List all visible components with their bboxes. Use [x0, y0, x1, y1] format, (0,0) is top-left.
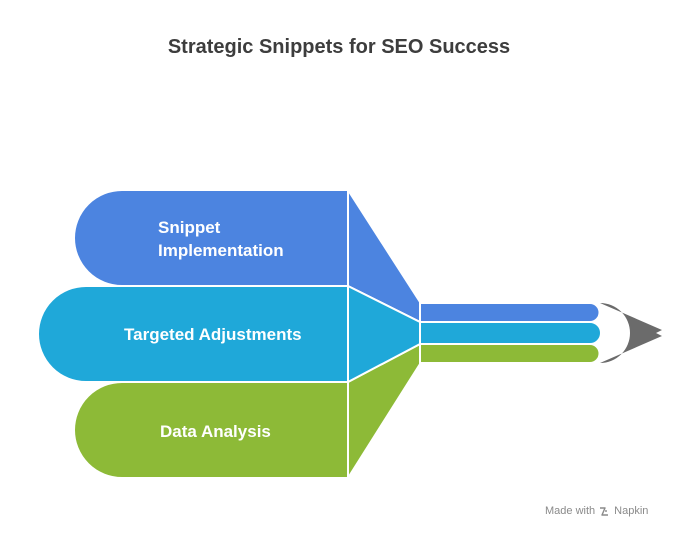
lobe-1-shape: [73, 189, 349, 287]
napkin-logo-icon: [599, 506, 610, 517]
lobe-2-shape: [37, 285, 349, 383]
credit-brand: Napkin: [614, 505, 649, 517]
credit-prefix: Made with: [545, 505, 596, 517]
diagram-title: Strategic Snippets for SEO Success: [167, 36, 511, 58]
shaft-strip-green: [419, 343, 601, 364]
lobe-data-analysis: Data Analysis: [73, 342, 421, 482]
arrow-shaft: [419, 302, 602, 364]
lobe-1-label-line-2: Implementation: [158, 241, 284, 260]
lobe-3-label: Data Analysis: [160, 422, 271, 441]
lobe-3-shape: [73, 381, 349, 479]
shaft-strip-blue: [419, 302, 601, 323]
lobe-1-label-line-1: Snippet: [158, 218, 221, 237]
lobe-snippet-implementation: Snippet Implementation: [73, 186, 421, 324]
arrow-tip: [600, 303, 662, 363]
made-with-napkin-credit: Made with Napkin: [545, 505, 648, 517]
lobe-3-label-line-1: Data Analysis: [160, 422, 271, 441]
lobe-2-label: Targeted Adjustments: [124, 325, 302, 344]
lobe-2-label-line-1: Targeted Adjustments: [124, 325, 302, 344]
shaft-strip-cyan: [419, 321, 602, 345]
lobe-targeted-adjustments: Targeted Adjustments: [37, 284, 421, 384]
lobe-1-label: Snippet Implementation: [158, 218, 284, 260]
